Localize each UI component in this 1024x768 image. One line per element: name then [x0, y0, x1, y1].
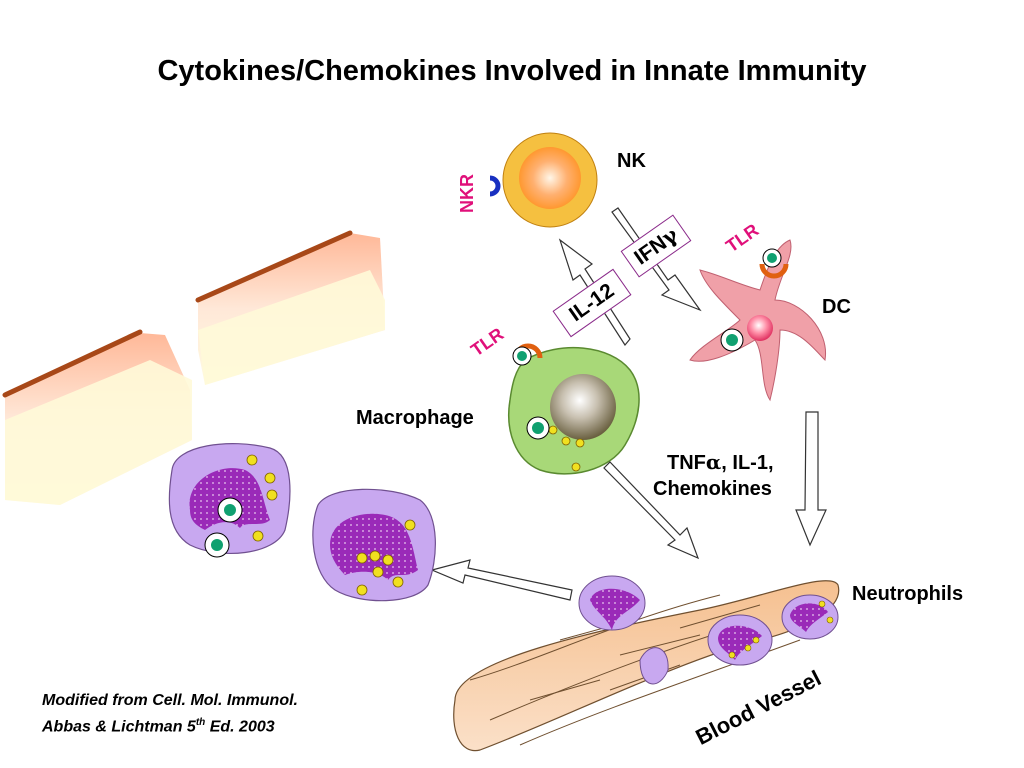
citation-line-1: Modified from Cell. Mol. Immunol.	[42, 692, 298, 709]
tnf-rest: , IL-1,	[721, 452, 774, 474]
nkr-receptor-icon	[489, 175, 501, 197]
citation-sup: th	[195, 717, 206, 728]
tnf-prefix: TNF	[667, 452, 706, 474]
pathogen-icon-dc	[720, 328, 744, 352]
tnf-il1-label: TNFα, IL-1,	[667, 450, 774, 475]
neutrophil-tissue-2	[312, 488, 436, 602]
arrow-ifn-to-dc	[611, 207, 702, 312]
citation-line-2b: Ed. 2003	[205, 718, 275, 736]
tlr-receptor-icon-macrophage	[512, 343, 543, 366]
arrow-macrophage-to-vessel	[603, 461, 700, 560]
citation-line-2a: Abbas & Lichtman 5	[42, 718, 196, 736]
tlr-receptor-icon-dc	[759, 248, 789, 279]
arrow-dc-to-vessel	[795, 411, 827, 547]
citation-line-2: Abbas & Lichtman 5th Ed. 2003	[42, 712, 298, 738]
blood-vessel	[453, 580, 840, 752]
macrophage-cell	[508, 346, 640, 475]
nk-cell	[489, 132, 598, 228]
macrophage-label: Macrophage	[356, 407, 474, 429]
neutrophil-vessel-3	[781, 594, 839, 640]
nkr-label: NKR	[457, 174, 477, 213]
pathogen-icon-macrophage	[526, 416, 550, 440]
arrow-vessel-to-tissue	[430, 559, 573, 601]
dc-label: DC	[822, 296, 851, 318]
slide-title: Cytokines/Chemokines Involved in Innate …	[157, 55, 867, 87]
dendritic-cell	[689, 239, 826, 402]
tissue-right	[195, 230, 385, 385]
neutrophil-vessel-1	[578, 575, 646, 631]
neutrophils-label: Neutrophils	[852, 583, 964, 605]
nk-label: NK	[617, 150, 646, 172]
neutrophil-tissue-1	[168, 443, 291, 558]
neutrophil-vessel-2	[707, 614, 773, 666]
tissue-left	[2, 329, 192, 505]
tnf-greek: α	[705, 450, 722, 474]
chemokines-label: Chemokines	[653, 478, 772, 500]
citation: Modified from Cell. Mol. Immunol. Abbas …	[42, 690, 298, 738]
